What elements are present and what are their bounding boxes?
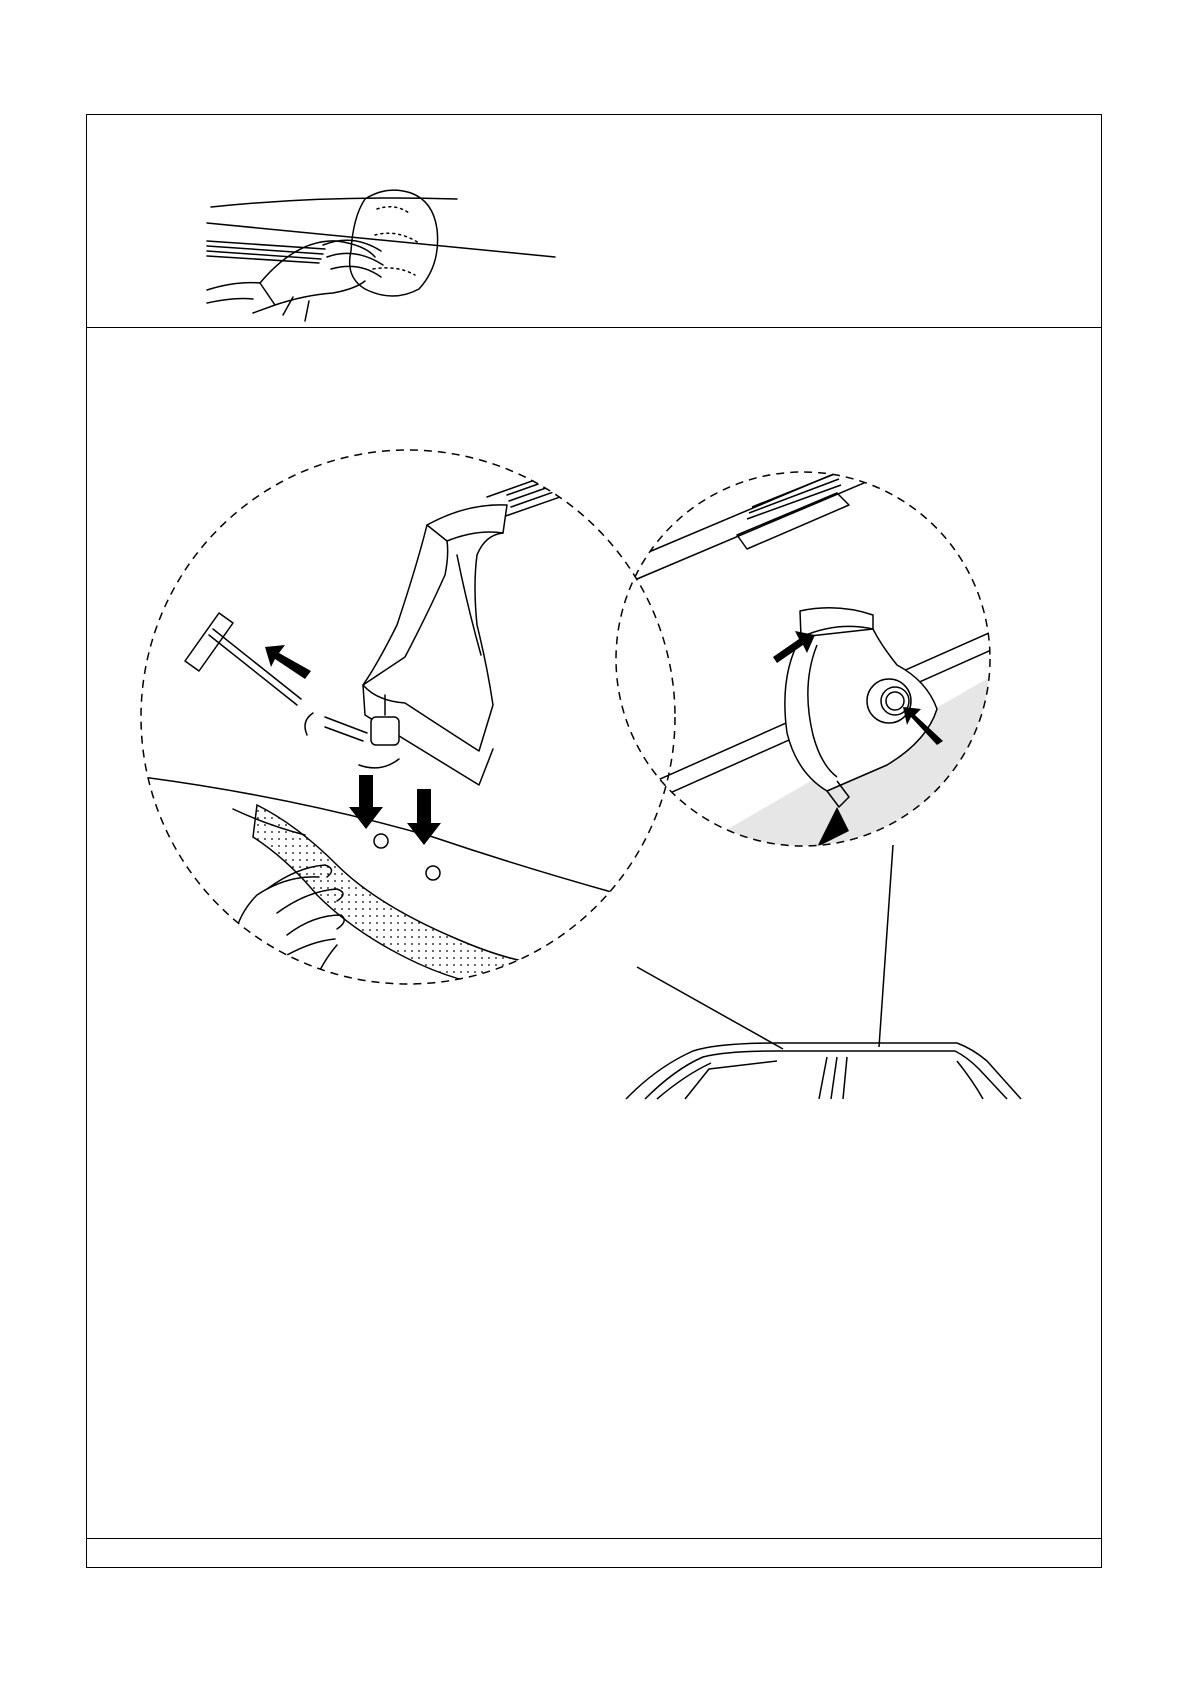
leader-lines — [637, 845, 893, 1049]
hand-wiping-roof-icon — [205, 185, 565, 325]
panel-divider-2 — [87, 1538, 1101, 1539]
instruction-page-frame — [86, 114, 1102, 1568]
mounting-illustration — [137, 445, 1097, 1125]
panel-divider-1 — [87, 327, 1101, 328]
foot-installation-detail-icon — [137, 450, 697, 995]
car-roof-icon — [626, 1043, 1021, 1099]
foot-clamp-detail-icon — [597, 445, 1097, 865]
